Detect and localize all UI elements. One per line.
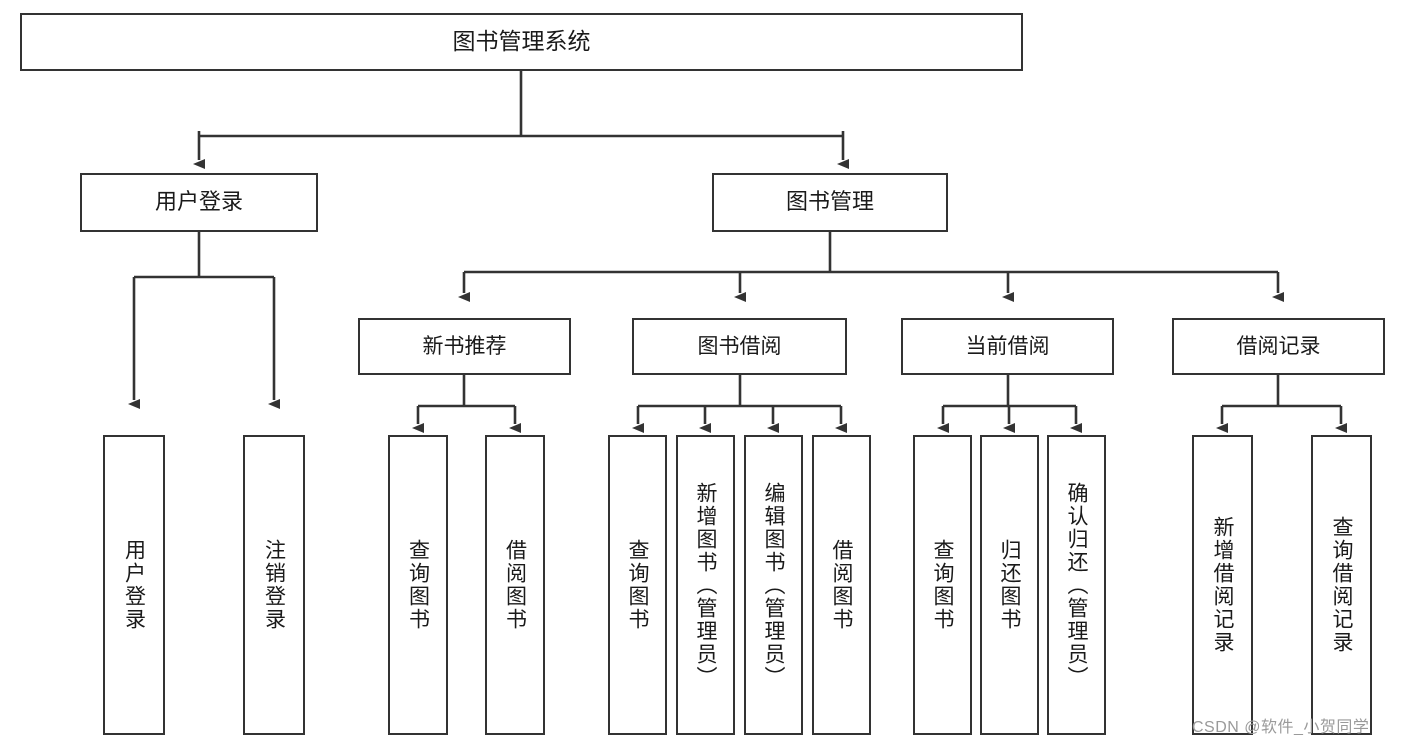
node-leaf-edit-book-label: 编辑图书（管理员） (762, 481, 785, 689)
node-new-book-rec-label: 新书推荐 (422, 334, 507, 358)
node-root-label: 图书管理系统 (452, 28, 591, 55)
node-leaf-add-book-label: 新增图书（管理员） (694, 481, 717, 689)
node-leaf-query-book-3[interactable]: 查询图书 (913, 435, 972, 735)
node-user-login-label: 用户登录 (154, 189, 243, 215)
node-current-borrow[interactable]: 当前借阅 (901, 318, 1114, 375)
node-leaf-query-record-label: 查询借阅记录 (1330, 516, 1353, 654)
node-leaf-borrow-book-2[interactable]: 借阅图书 (812, 435, 871, 735)
node-book-manage[interactable]: 图书管理 (712, 173, 948, 232)
node-leaf-confirm-return-label: 确认归还（管理员） (1065, 481, 1088, 689)
node-leaf-query-book-3-label: 查询图书 (931, 539, 954, 631)
node-user-login[interactable]: 用户登录 (80, 173, 318, 232)
node-root[interactable]: 图书管理系统 (20, 13, 1023, 71)
node-leaf-query-book-2[interactable]: 查询图书 (608, 435, 667, 735)
node-leaf-add-book[interactable]: 新增图书（管理员） (676, 435, 735, 735)
node-leaf-borrow-book-2-label: 借阅图书 (830, 539, 853, 631)
node-leaf-borrow-book-1-label: 借阅图书 (503, 539, 527, 631)
csdn-watermark: CSDN @软件_小贺同学 (1192, 719, 1370, 736)
node-leaf-query-book-1[interactable]: 查询图书 (388, 435, 448, 735)
node-new-book-rec[interactable]: 新书推荐 (358, 318, 571, 375)
node-leaf-logout-login-label: 注销登录 (262, 539, 286, 631)
node-leaf-add-record-label: 新增借阅记录 (1211, 516, 1234, 654)
node-leaf-query-book-1-label: 查询图书 (406, 539, 430, 631)
node-book-manage-label: 图书管理 (785, 189, 874, 215)
node-leaf-return-book-label: 归还图书 (998, 539, 1021, 631)
node-leaf-logout-login[interactable]: 注销登录 (243, 435, 305, 735)
node-borrow-record-label: 借阅记录 (1236, 334, 1321, 358)
node-book-borrow[interactable]: 图书借阅 (632, 318, 847, 375)
node-borrow-record[interactable]: 借阅记录 (1172, 318, 1385, 375)
node-current-borrow-label: 当前借阅 (965, 334, 1050, 358)
node-book-borrow-label: 图书借阅 (697, 334, 782, 358)
node-leaf-query-record[interactable]: 查询借阅记录 (1311, 435, 1372, 735)
node-leaf-confirm-return[interactable]: 确认归还（管理员） (1047, 435, 1106, 735)
node-leaf-edit-book[interactable]: 编辑图书（管理员） (744, 435, 803, 735)
node-leaf-user-login-label: 用户登录 (122, 539, 146, 631)
node-leaf-return-book[interactable]: 归还图书 (980, 435, 1039, 735)
node-leaf-query-book-2-label: 查询图书 (626, 539, 649, 631)
node-leaf-user-login[interactable]: 用户登录 (103, 435, 165, 735)
node-leaf-add-record[interactable]: 新增借阅记录 (1192, 435, 1253, 735)
node-leaf-borrow-book-1[interactable]: 借阅图书 (485, 435, 545, 735)
